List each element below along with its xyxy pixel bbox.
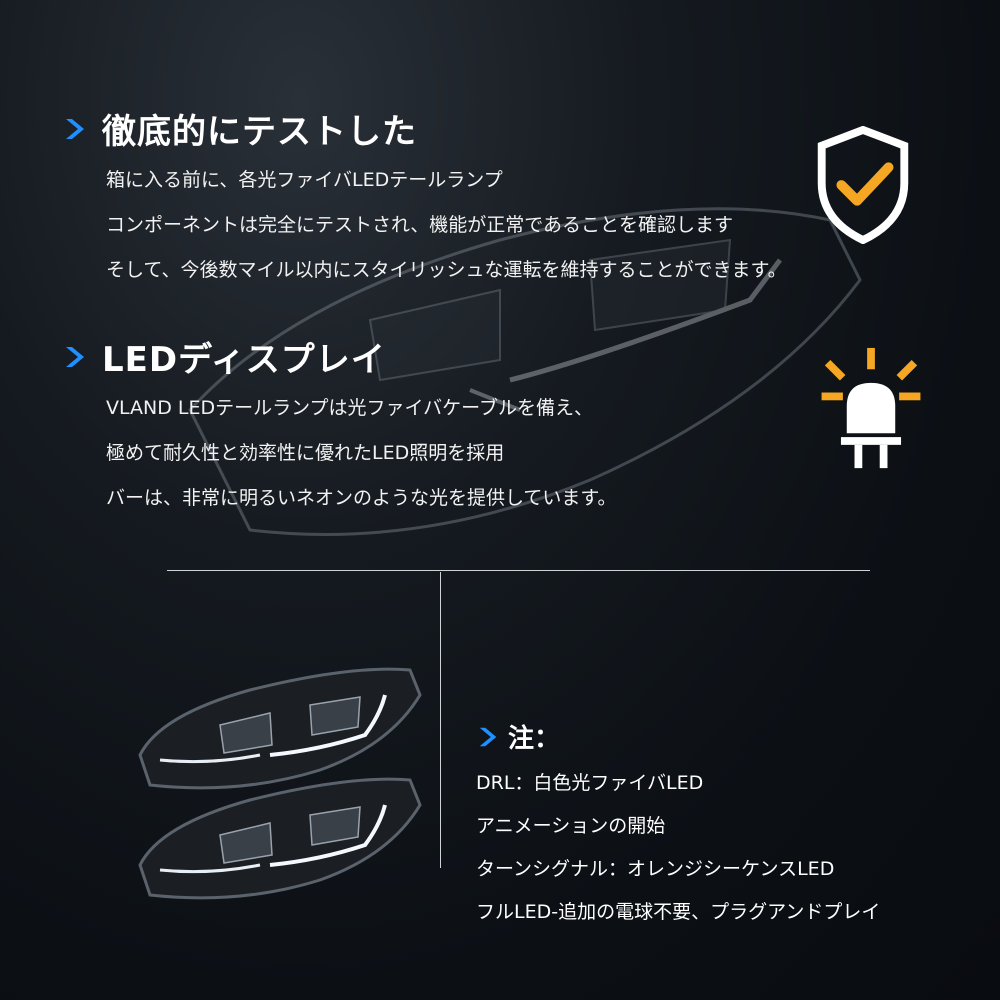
- horizontal-divider: [167, 570, 870, 571]
- chevron-right-icon: [479, 727, 497, 746]
- note-item: アニメーションの開始: [476, 815, 666, 837]
- led-bulb-icon: [821, 347, 921, 469]
- note-title: 注：: [476, 718, 560, 755]
- description-line: そして、今後数マイル以内にスタイリッシュな運転を維持することができます。: [106, 259, 787, 281]
- section-title-led-display: LEDディスプレイ: [62, 332, 386, 381]
- section-title-text: LEDディスプレイ: [102, 340, 386, 380]
- chevron-right-icon: [66, 346, 84, 367]
- headlamp-pair-image: [138, 667, 422, 900]
- description-line: 極めて耐久性と効率性に優れたLED照明を採用: [106, 442, 505, 464]
- shield-check-icon: [817, 126, 909, 244]
- note-title-text: 注：: [508, 724, 561, 754]
- section-title-text: 徹底的にテストした: [102, 112, 417, 152]
- description-line: 箱に入る前に、各光ファイバLEDテールランプ: [106, 169, 503, 191]
- background-headlamp-image: [188, 207, 862, 536]
- description-line: バーは、非常に明るいネオンのような光を提供しています。: [106, 487, 617, 509]
- chevron-right-icon: [66, 118, 84, 139]
- note-item: ターンシグナル：オレンジシーケンスLED: [476, 858, 835, 880]
- note-list: DRL：白色光ファイバLED アニメーションの開始 ターンシグナル：オレンジシー…: [476, 762, 880, 934]
- section-description-led-display: VLAND LEDテールランプは光ファイバケーブルを備え、 極めて耐久性と効率性…: [106, 386, 617, 521]
- section-description-tested: 箱に入る前に、各光ファイバLEDテールランプ コンポーネントは完全にテストされ、…: [106, 158, 787, 293]
- vertical-divider: [440, 572, 441, 868]
- description-line: コンポーネントは完全にテストされ、機能が正常であることを確認します: [106, 214, 734, 236]
- note-item: DRL：白色光ファイバLED: [476, 772, 704, 794]
- note-item: フルLED-追加の電球不要、プラグアンドプレイ: [476, 901, 881, 923]
- description-line: VLAND LEDテールランプは光ファイバケーブルを備え、: [106, 397, 594, 419]
- section-title-tested: 徹底的にテストした: [62, 104, 417, 153]
